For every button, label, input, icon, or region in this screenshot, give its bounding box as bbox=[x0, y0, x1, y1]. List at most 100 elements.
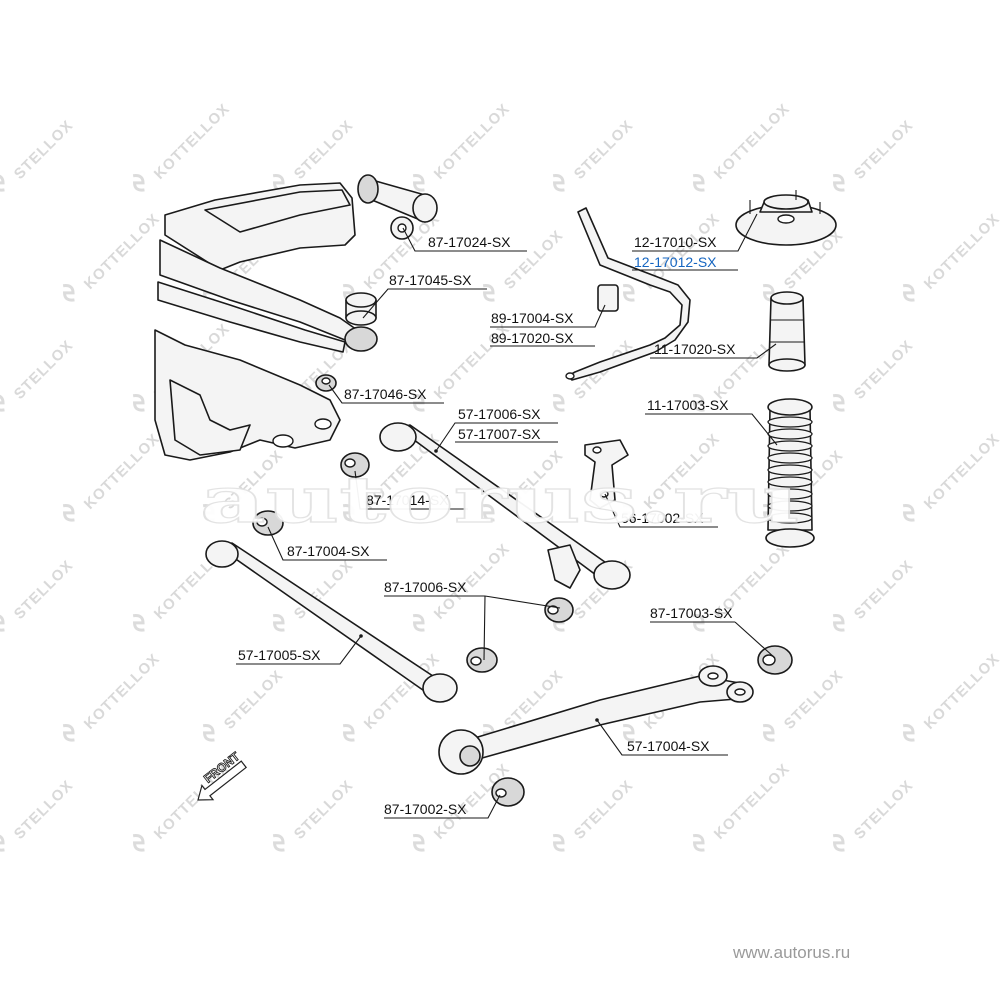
watermark-tile: KOTTELLOX bbox=[62, 210, 164, 302]
label-87-17002: 87-17002-SX bbox=[384, 801, 467, 817]
watermark-word: KOTTELLOX bbox=[711, 760, 794, 843]
label-87-17004: 87-17004-SX bbox=[287, 543, 370, 559]
bushing-87-17045-drawing bbox=[344, 292, 378, 352]
lateral-arm-57-17006-drawing bbox=[379, 422, 631, 590]
watermark-word: STELLOX bbox=[851, 557, 917, 623]
leader-lines bbox=[236, 213, 778, 819]
label-87-17014: 87-17014-SX bbox=[366, 492, 449, 508]
watermark-tile: STELLOX bbox=[0, 337, 77, 412]
label-57-17005: 57-17005-SX bbox=[238, 647, 321, 663]
watermark-tile: STELLOX bbox=[832, 337, 917, 412]
label-57-17004: 57-17004-SX bbox=[627, 738, 710, 754]
rear-subframe-drawing bbox=[154, 182, 361, 461]
label-56-17002: 56-17002-SX bbox=[621, 510, 704, 526]
watermark-logo-icon bbox=[622, 504, 635, 522]
watermark-logo-icon bbox=[762, 724, 775, 742]
label-87-17045: 87-17045-SX bbox=[389, 272, 472, 288]
watermark-tile: KOTTELLOX bbox=[902, 210, 1000, 302]
watermark-logo-icon bbox=[692, 174, 705, 192]
watermark-word: STELLOX bbox=[221, 667, 287, 733]
watermark-word: KOTTELLOX bbox=[81, 430, 164, 513]
watermark-word: STELLOX bbox=[11, 117, 77, 183]
label-11-17020: 11-17020-SX bbox=[654, 341, 736, 357]
watermark-word: STELLOX bbox=[291, 117, 357, 183]
watermark-tile: KOTTELLOX bbox=[692, 540, 793, 632]
trailing-arm-57-17005-drawing bbox=[205, 540, 458, 703]
watermark-logo-icon bbox=[902, 284, 915, 302]
watermark-logo-icon bbox=[0, 614, 5, 632]
watermark-logo-icon bbox=[412, 834, 425, 852]
watermark-logo-icon bbox=[622, 724, 635, 742]
watermark-logo-icon bbox=[62, 724, 75, 742]
watermark-word: KOTTELLOX bbox=[81, 210, 164, 293]
label-87-17046: 87-17046-SX bbox=[344, 386, 427, 402]
watermark-logo-icon bbox=[692, 614, 705, 632]
watermark-logo-icon bbox=[132, 614, 145, 632]
watermark-tile: STELLOX bbox=[832, 117, 917, 192]
watermark-logo-icon bbox=[482, 284, 495, 302]
watermark-tile: KOTTELLOX bbox=[412, 100, 514, 192]
watermark-logo-icon bbox=[482, 504, 495, 522]
watermark-logo-icon bbox=[272, 614, 285, 632]
watermark-tile: KOTTELLOX bbox=[62, 430, 164, 522]
watermark-logo-icon bbox=[132, 394, 145, 412]
boot-rib bbox=[767, 440, 813, 452]
watermark-word: KOTTELLOX bbox=[711, 100, 794, 183]
boot-rib bbox=[767, 452, 813, 464]
watermark-word: STELLOX bbox=[851, 777, 917, 843]
site-watermark: autorus.ru bbox=[200, 463, 800, 538]
label-89-17020: 89-17020-SX bbox=[491, 330, 574, 346]
boot-rib bbox=[767, 500, 813, 512]
watermark-tile: KOTTELLOX bbox=[902, 650, 1000, 742]
bushing-87-17002-drawing bbox=[491, 777, 525, 807]
watermark-logo-icon bbox=[412, 614, 425, 632]
watermark-word: KOTTELLOX bbox=[81, 650, 164, 733]
watermark-logo-icon bbox=[202, 724, 215, 742]
upper-link-87-17024-drawing bbox=[357, 174, 438, 240]
watermark-word: STELLOX bbox=[11, 557, 77, 623]
watermark-tile: STELLOX bbox=[0, 557, 77, 632]
watermark-word: KOTTELLOX bbox=[921, 430, 1000, 513]
watermark-word: STELLOX bbox=[851, 117, 917, 183]
bushing-87-17003-drawing bbox=[757, 645, 793, 675]
label-87-17006: 87-17006-SX bbox=[384, 579, 467, 595]
label-57-17007: 57-17007-SX bbox=[458, 426, 541, 442]
watermark-logo-icon bbox=[0, 174, 5, 192]
stabilizer-bar-drawing bbox=[565, 207, 691, 381]
strut-mount-12-17010-drawing bbox=[735, 190, 837, 246]
watermark-logo-icon bbox=[832, 834, 845, 852]
watermark-word: STELLOX bbox=[571, 117, 637, 183]
bracket-56-17002-drawing bbox=[584, 439, 629, 509]
boot-rib bbox=[767, 464, 813, 476]
boot-rib bbox=[767, 512, 813, 524]
bushing-87-17014-drawing bbox=[340, 452, 370, 478]
watermark-tile: STELLOX bbox=[552, 117, 637, 192]
watermark-logo-icon bbox=[132, 174, 145, 192]
label-12-17010: 12-17010-SX bbox=[634, 234, 717, 250]
watermark-logo-icon bbox=[552, 174, 565, 192]
boot-rib bbox=[767, 488, 813, 500]
watermark-tile: KOTTELLOX bbox=[902, 430, 1000, 522]
watermark-tile: STELLOX bbox=[832, 777, 917, 852]
watermark-logo-icon bbox=[342, 724, 355, 742]
watermark-word: STELLOX bbox=[781, 667, 847, 733]
label-12-17012: 12-17012-SX bbox=[634, 254, 717, 270]
watermark-logo-icon bbox=[0, 394, 5, 412]
watermark-logo-icon bbox=[832, 614, 845, 632]
watermark-logo-icon bbox=[132, 834, 145, 852]
boot-rib bbox=[767, 476, 813, 488]
watermark-word: STELLOX bbox=[11, 337, 77, 403]
watermark-tile: STELLOX bbox=[0, 777, 77, 852]
watermark-tile: STELLOX bbox=[832, 557, 917, 632]
watermark-tile: STELLOX bbox=[202, 667, 287, 742]
watermark-tile: STELLOX bbox=[0, 117, 77, 192]
watermark-logo-icon bbox=[832, 174, 845, 192]
watermark-tile: KOTTELLOX bbox=[692, 100, 794, 192]
watermark-logo-icon bbox=[692, 834, 705, 852]
watermark-word: STELLOX bbox=[851, 337, 917, 403]
watermark-logo-icon bbox=[412, 174, 425, 192]
watermark-logo-icon bbox=[272, 834, 285, 852]
footer-url: www.autorus.ru bbox=[732, 943, 850, 962]
watermark-word: KOTTELLOX bbox=[431, 100, 514, 183]
